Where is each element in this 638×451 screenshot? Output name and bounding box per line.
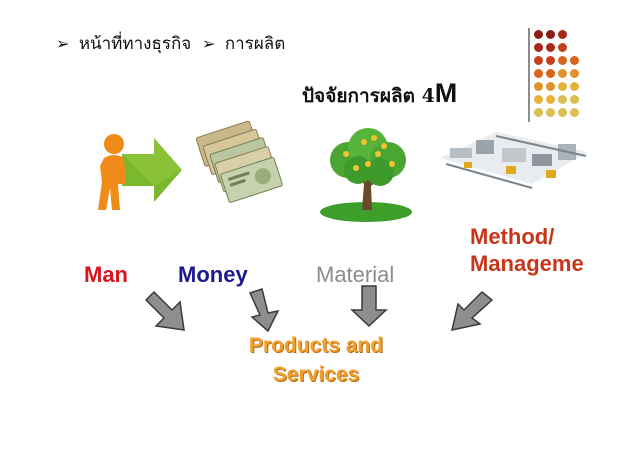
person-arrow-icon — [98, 134, 182, 210]
banknotes-icon — [195, 120, 283, 203]
decor-dot — [546, 30, 555, 39]
decor-dot — [534, 82, 543, 91]
factor-method-line1: Method/ — [470, 224, 555, 249]
decor-dot — [546, 69, 555, 78]
decor-dot — [534, 108, 543, 117]
decor-dot — [546, 82, 555, 91]
decor-divider — [528, 28, 530, 122]
decor-dot — [570, 82, 579, 91]
down-arrow-icon — [451, 290, 494, 331]
factory-line-icon — [440, 132, 588, 189]
products-line1: Products and — [248, 334, 384, 357]
decor-dot — [534, 69, 543, 78]
decor-dot — [570, 108, 579, 117]
down-arrow-icon — [350, 285, 388, 328]
page-title: ปัจจัยการผลิต 4M — [302, 78, 457, 111]
down-arrow-icon — [144, 290, 185, 331]
factor-material-label: Material — [316, 262, 395, 287]
factor-money-label: Money — [178, 262, 248, 287]
decor-dot — [570, 56, 579, 65]
title-text: ปัจจัยการผลิต 4 — [302, 85, 435, 107]
decor-dot — [570, 69, 579, 78]
factor-man-label: Man — [84, 262, 128, 287]
decor-dot — [534, 43, 543, 52]
bullet-arrow-icon: ➢ — [202, 34, 216, 53]
breadcrumb-item-production: การผลิต — [224, 34, 286, 54]
decor-dot — [558, 108, 567, 117]
title-suffix: M — [434, 78, 458, 108]
decor-dot — [570, 95, 579, 104]
factor-method-line2: Manageme — [470, 251, 584, 276]
down-arrow-icon — [248, 288, 280, 333]
decor-dot — [546, 43, 555, 52]
decor-dot — [558, 82, 567, 91]
decor-dot — [558, 56, 567, 65]
bullet-arrow-icon: ➢ — [56, 34, 70, 53]
decor-dot — [546, 95, 555, 104]
decor-dot — [546, 108, 555, 117]
decor-dot — [558, 43, 567, 52]
breadcrumb-item-business-function: หน้าที่ทางธุรกิจ — [78, 34, 192, 54]
products-and-services-label: Products and Services — [236, 331, 396, 389]
decor-dot — [546, 56, 555, 65]
decor-dot — [558, 95, 567, 104]
decor-dot — [534, 56, 543, 65]
decor-dot — [558, 69, 567, 78]
tree-icon — [320, 128, 412, 222]
decor-dot — [534, 30, 543, 39]
factor-method-label: Method/ Manageme — [470, 223, 584, 277]
products-line2: Services — [272, 363, 360, 386]
decor-dot — [534, 95, 543, 104]
breadcrumb: ➢ หน้าที่ทางธุรกิจ ➢ การผลิต — [56, 30, 285, 57]
decor-dot — [558, 30, 567, 39]
